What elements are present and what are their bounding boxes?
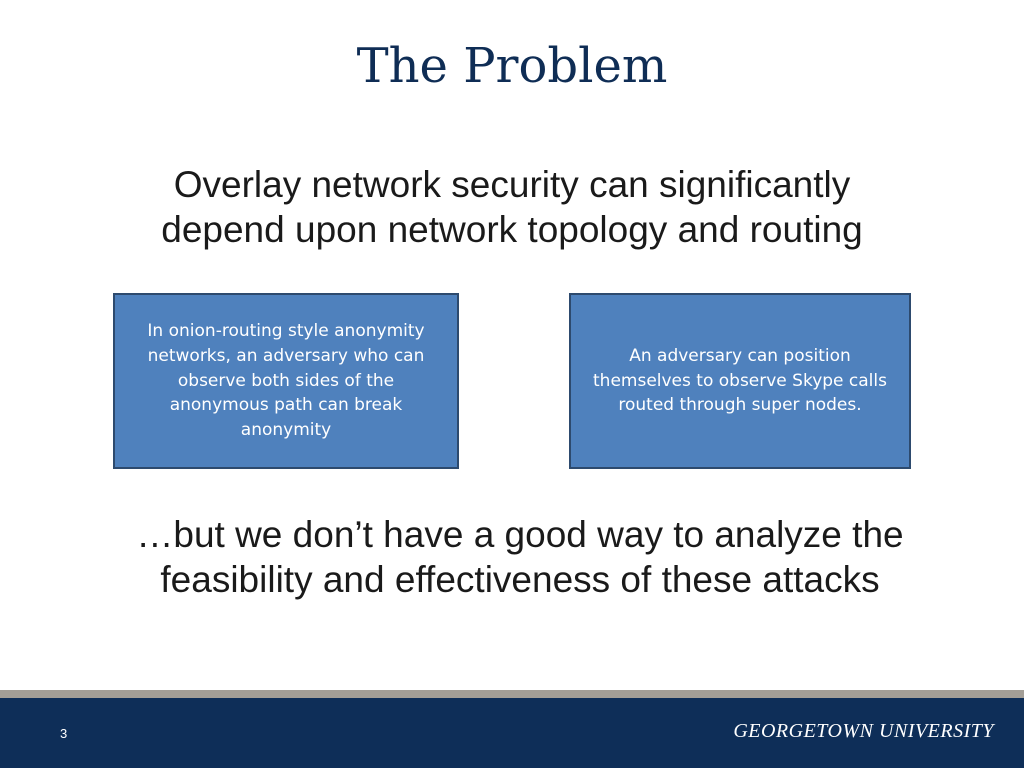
georgetown-logo: GEORGETOWN UNIVERSITY: [733, 720, 994, 742]
lead-line-2: depend upon network topology and routing: [161, 209, 863, 251]
conclusion-line-2: feasibility and effectiveness of these a…: [160, 559, 880, 601]
onion-routing-box-text: In onion-routing style anonymity network…: [147, 321, 425, 440]
onion-routing-box: In onion-routing style anonymity network…: [113, 293, 459, 469]
page-number: 3: [60, 726, 68, 741]
skype-box: An adversary can position themselves to …: [569, 293, 911, 469]
footer-stripe: [0, 690, 1024, 698]
conclusion-statement: …but we don’t have a good way to analyze…: [40, 512, 1000, 602]
lead-line-1: Overlay network security can significant…: [173, 164, 851, 205]
footer-bar: [0, 698, 1024, 768]
lead-statement: Overlay network security can significant…: [40, 162, 984, 252]
conclusion-line-1: …but we don’t have a good way to analyze…: [136, 514, 904, 555]
skype-box-text: An adversary can position themselves to …: [593, 346, 887, 416]
slide-title: The Problem: [356, 38, 668, 94]
